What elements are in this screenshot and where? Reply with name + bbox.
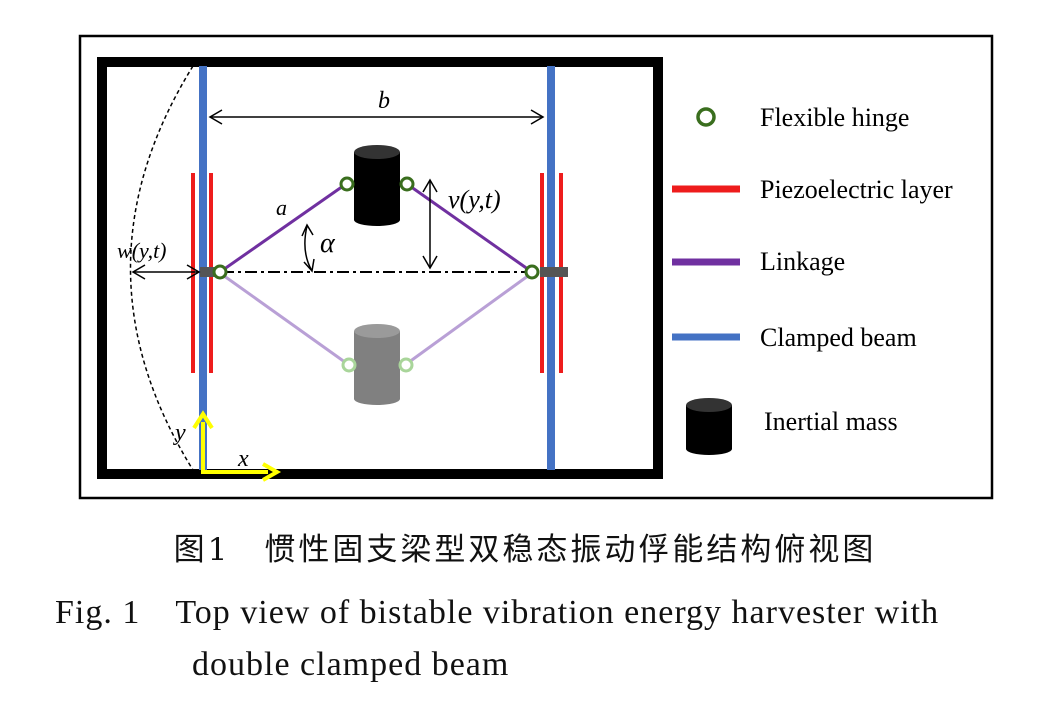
linkage-left <box>219 182 347 274</box>
legend-label-hinge: Flexible hinge <box>760 103 909 132</box>
hinge-circle-icon <box>696 107 716 127</box>
label-b: b <box>378 88 390 114</box>
y-axis-arrow-head <box>192 410 214 430</box>
linkage-right <box>406 182 533 274</box>
cylinder-icon <box>686 398 732 455</box>
label-alpha: α <box>320 228 336 259</box>
label-a: a <box>276 195 287 220</box>
outer-frame <box>78 34 994 500</box>
beam-deflection-curve <box>129 65 194 471</box>
ghost-linkage-right <box>404 271 533 367</box>
hinge-beam-right <box>524 264 540 280</box>
ghost-hinge-left <box>341 357 357 373</box>
b-arrow-head-right <box>530 109 545 125</box>
label-y-axis: y <box>173 420 186 446</box>
caption-chinese: 图1 惯性固支梁型双稳态振动俘能结构俯视图 <box>173 532 877 568</box>
legend-label-clamped-beam: Clamped beam <box>760 323 917 352</box>
ghost-linkage-left <box>219 271 350 367</box>
x-axis-arrow-head <box>262 462 282 482</box>
v-arrow-head-top <box>422 178 438 193</box>
right-connector <box>540 267 568 277</box>
caption-english-line1: Fig. 1 Top view of bistable vibration en… <box>55 594 940 631</box>
alpha-angle-arc <box>304 225 313 272</box>
w-arrow-head-right <box>186 264 201 280</box>
b-arrow-head-left <box>208 109 223 125</box>
ghost-hinge-right <box>398 357 414 373</box>
label-w: w(y,t) <box>117 238 167 263</box>
legend-label-linkage: Linkage <box>760 247 845 276</box>
label-v: v(y,t) <box>448 185 501 214</box>
w-arrow-head-left <box>131 264 146 280</box>
housing-frame <box>97 57 663 479</box>
left-connector <box>200 267 216 277</box>
legend-label-inertial-mass: Inertial mass <box>764 407 898 436</box>
label-w-args: (y,t) <box>132 238 167 263</box>
alpha-arrow-head-bottom <box>303 258 315 273</box>
label-w-func: w <box>117 238 132 263</box>
caption-english-line2: double clamped beam <box>192 646 510 683</box>
v-arrow-head-bottom <box>422 255 438 270</box>
hinge-beam-left <box>212 264 228 280</box>
legend: Flexible hinge Piezoelectric layer Linka… <box>672 103 953 455</box>
label-v-args: (y,t) <box>460 185 501 214</box>
ghost-inertial-mass <box>354 324 400 405</box>
label-x-axis: x <box>237 446 249 472</box>
legend-label-piezo: Piezoelectric layer <box>760 175 953 204</box>
label-v-func: v <box>448 185 460 214</box>
inertial-mass <box>354 145 400 226</box>
alpha-arrow-head-top <box>301 223 314 237</box>
hinge-mass-left <box>339 176 355 192</box>
hinge-mass-right <box>399 176 415 192</box>
